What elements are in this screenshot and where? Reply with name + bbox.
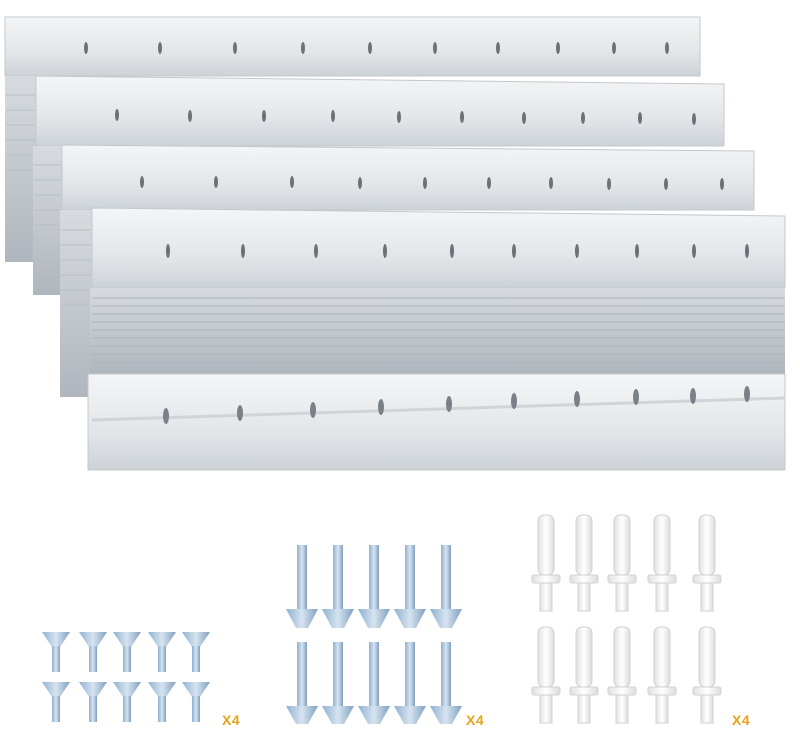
small-screw (79, 632, 107, 672)
long-screw (394, 642, 426, 724)
wall-anchor (647, 626, 677, 724)
anchors-group (531, 514, 722, 724)
wall-anchor (607, 514, 637, 612)
long-screws-group (286, 545, 462, 724)
wall-anchor (692, 626, 722, 724)
rail-3 (60, 144, 755, 397)
long-screw (358, 642, 390, 724)
long-screw (286, 545, 318, 628)
small-screw (182, 682, 210, 722)
long-screw (430, 545, 462, 628)
wall-anchor (607, 626, 637, 724)
small-screw (113, 682, 141, 722)
long-screws-quantity: X4 (466, 712, 485, 728)
long-screw (358, 545, 390, 628)
small-screws-group (42, 632, 210, 722)
wall-anchor (569, 514, 599, 612)
rail-4-bottom-holes (163, 386, 750, 424)
rail-1-holes (84, 42, 669, 54)
rail-2 (33, 75, 725, 295)
long-screw (286, 642, 318, 724)
wall-anchor (569, 626, 599, 724)
small-screws-quantity: X4 (222, 712, 241, 728)
rail-4-top-holes (166, 244, 749, 258)
wall-anchor (692, 514, 722, 612)
small-screw (42, 632, 70, 672)
small-screw (79, 682, 107, 722)
long-screw (430, 642, 462, 724)
small-screw (42, 682, 70, 722)
long-screw (322, 545, 354, 628)
small-screw (148, 682, 176, 722)
wall-anchor (531, 626, 561, 724)
small-screw (113, 632, 141, 672)
rail-4 (87, 207, 786, 471)
long-screw (322, 642, 354, 724)
long-screw (394, 545, 426, 628)
rail-stack (4, 16, 786, 471)
wall-anchor (531, 514, 561, 612)
anchors-quantity: X4 (732, 712, 751, 728)
small-screw (148, 632, 176, 672)
rail-1 (4, 16, 701, 262)
small-screw (182, 632, 210, 672)
rail-3-holes (140, 176, 724, 190)
wall-anchor (647, 514, 677, 612)
rail-2-holes (115, 109, 696, 125)
